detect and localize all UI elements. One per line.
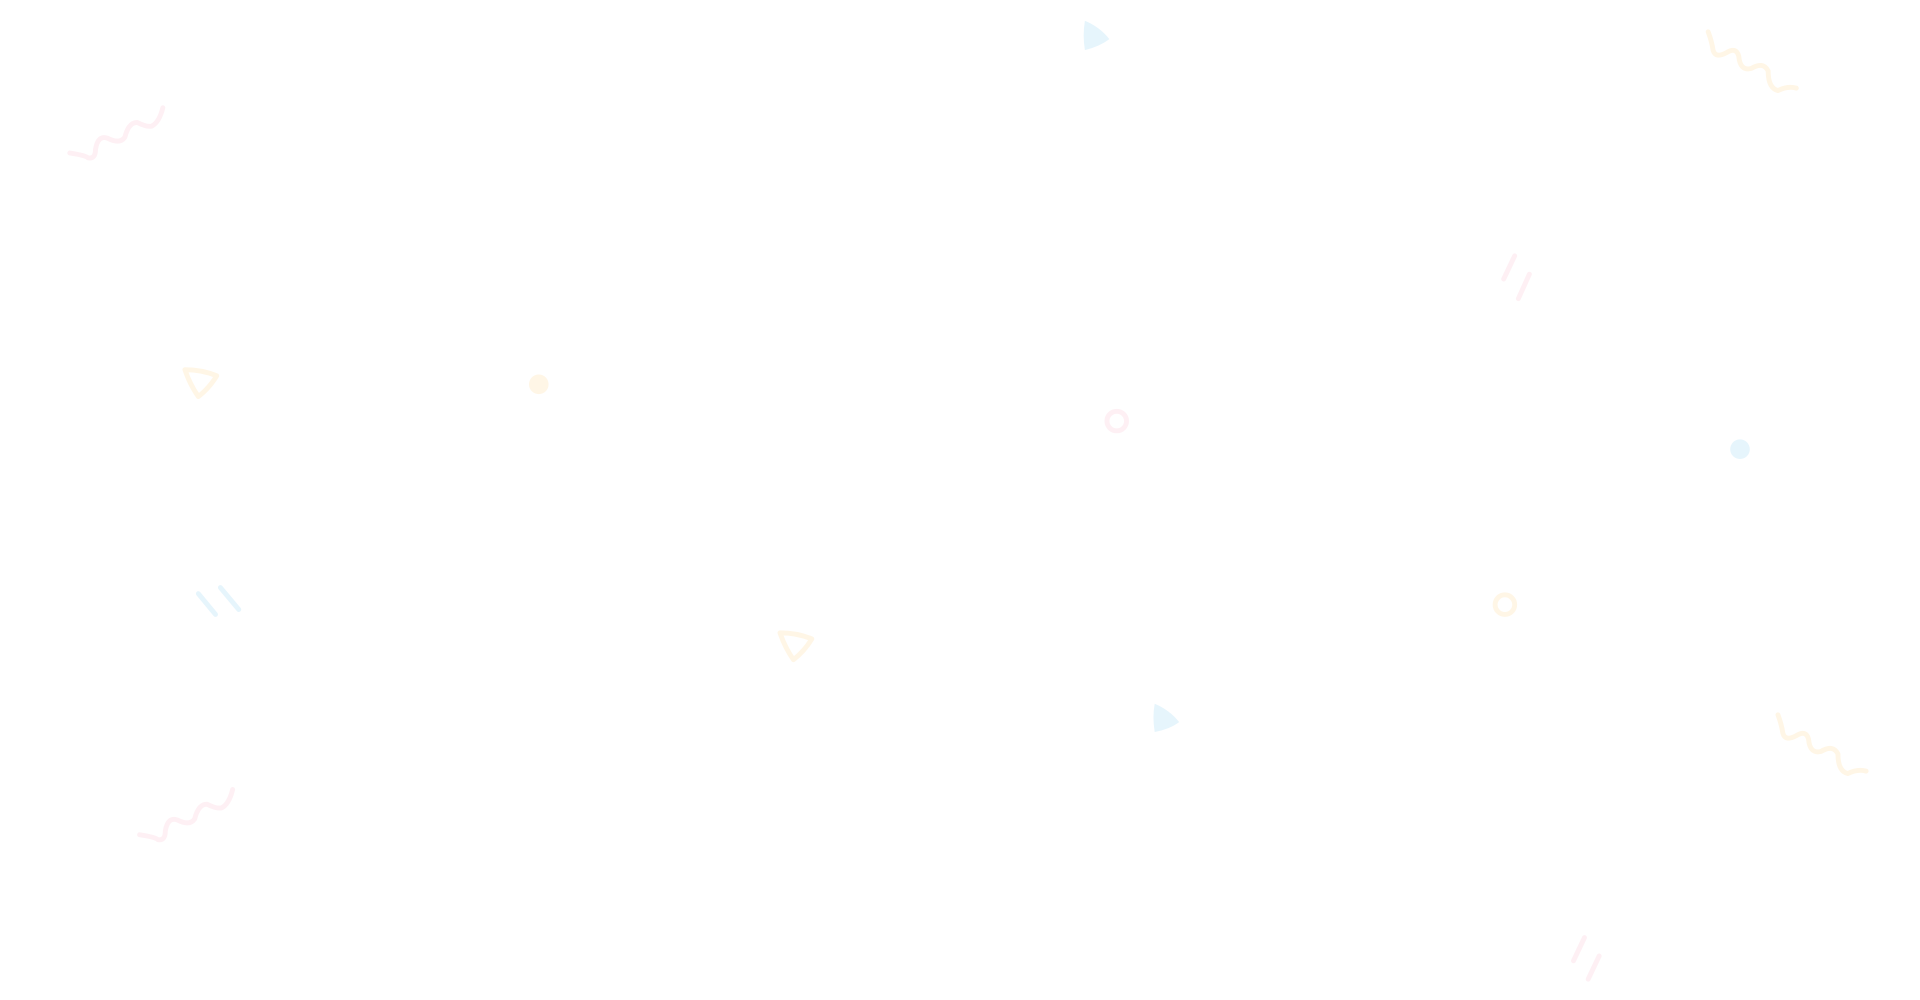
dot-shape bbox=[528, 374, 549, 395]
double-slash-shape bbox=[1571, 935, 1602, 982]
triangle-shape bbox=[1153, 703, 1180, 732]
double-slash-shape bbox=[195, 585, 242, 617]
double-slash-shape bbox=[1501, 253, 1532, 302]
dot-shape bbox=[1730, 439, 1750, 459]
yellow-shapes bbox=[182, 29, 1869, 777]
squiggle-shape bbox=[1705, 29, 1799, 94]
triangle-outline-shape bbox=[777, 630, 815, 663]
squiggle-shape bbox=[137, 787, 236, 843]
pink-shapes bbox=[67, 105, 1602, 982]
triangle-shape bbox=[1083, 20, 1110, 51]
blue-shapes bbox=[195, 20, 1750, 732]
squiggle-shape bbox=[67, 105, 166, 161]
ring-shape bbox=[1104, 408, 1129, 434]
ring-shape bbox=[1492, 592, 1518, 617]
triangle-outline-shape bbox=[182, 367, 220, 400]
squiggle-shape bbox=[1775, 712, 1869, 777]
